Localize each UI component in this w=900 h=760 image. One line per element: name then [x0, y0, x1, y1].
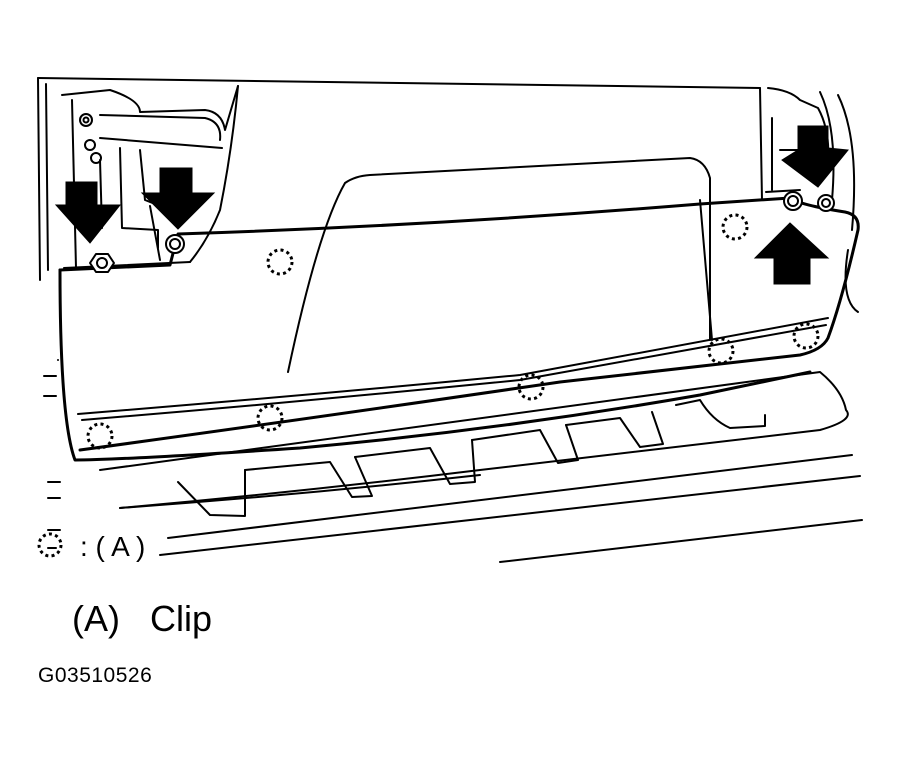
caption-text: Clip — [150, 598, 213, 639]
arrow-down-icon — [54, 181, 122, 244]
clip-marker-icon — [721, 213, 749, 241]
clip-marker-icon — [256, 404, 284, 432]
arrow-down-icon — [781, 125, 849, 188]
legend-clip-marker-icon — [37, 532, 63, 558]
arrow-up-icon — [753, 222, 830, 285]
arrow-down-icon — [140, 167, 216, 230]
step-pad — [43, 371, 863, 563]
vehicle-body-outline — [37, 77, 859, 361]
clip-marker-icon — [707, 337, 735, 365]
clip-marker-icon — [792, 322, 820, 350]
clip-marker-icon — [266, 248, 294, 276]
clip-marker-icon — [86, 422, 114, 450]
figure-id: G03510526 — [38, 664, 153, 687]
bolt-icon — [165, 234, 185, 254]
bolt-icon — [817, 194, 835, 212]
clip-marker-icon — [517, 373, 545, 401]
caption: (A) Clip — [72, 598, 212, 640]
bolt-icon — [89, 253, 115, 273]
license-plate-recess — [287, 157, 711, 373]
legend-label: : ( A ) — [80, 531, 145, 562]
bolt-icon — [783, 191, 803, 211]
caption-key: (A) — [72, 598, 120, 639]
left-lamp-opening — [61, 85, 239, 269]
